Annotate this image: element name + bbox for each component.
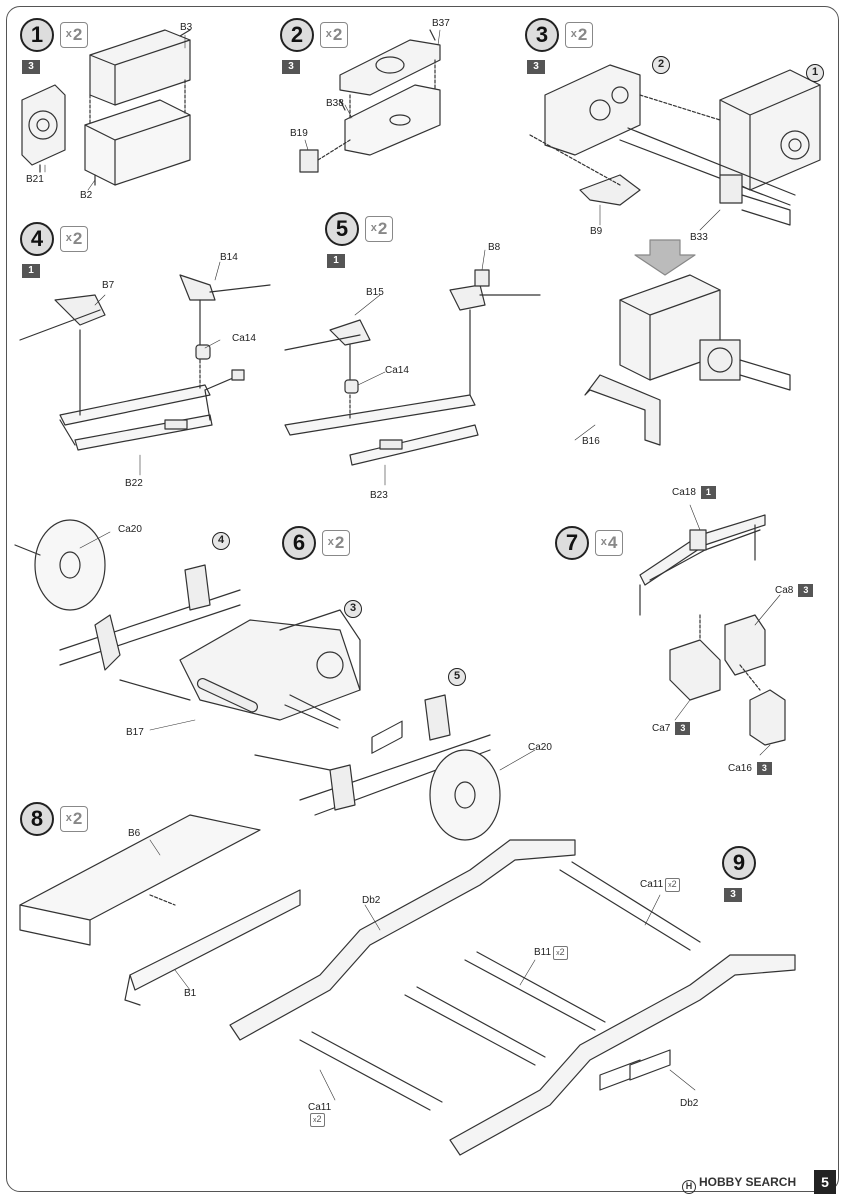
callout-step-2: 2 xyxy=(652,56,670,74)
step-multiplier: x2 xyxy=(320,22,348,48)
step-number: 6 xyxy=(282,526,316,560)
callout-step-3: 3 xyxy=(344,600,362,618)
step1-drawing xyxy=(21,29,191,186)
step-number: 5 xyxy=(325,212,359,246)
parts-sheet-tag: 3 xyxy=(22,60,40,74)
part-label-b19: B19 xyxy=(290,128,308,139)
parts-sheet-tag: 3 xyxy=(724,888,742,902)
step6-drawing xyxy=(14,519,501,841)
parts-sheet-tag: 1 xyxy=(327,254,345,268)
step8-drawing xyxy=(19,814,301,1006)
part-label-b16: B16 xyxy=(582,436,600,447)
callout-step-5: 5 xyxy=(448,668,466,686)
step-multiplier: x2 xyxy=(565,22,593,48)
parts-sheet-tag: 1 xyxy=(22,264,40,278)
part-label-ca14-step5: Ca14 xyxy=(385,365,409,376)
step2-drawing xyxy=(299,29,441,173)
hobby-search-logo-icon: H xyxy=(682,1180,696,1194)
part-label-b21: B21 xyxy=(26,174,44,185)
part-label-b17: B17 xyxy=(126,727,144,738)
step-multiplier: x2 xyxy=(60,22,88,48)
step-number: 1 xyxy=(20,18,54,52)
step4-drawing xyxy=(19,274,271,451)
part-label-b15: B15 xyxy=(366,287,384,298)
part-label-b33: B33 xyxy=(690,232,708,243)
part-label-b7: B7 xyxy=(102,280,115,291)
step-multiplier: x2 xyxy=(60,226,88,252)
callout-step-4: 4 xyxy=(212,532,230,550)
step-multiplier: x2 xyxy=(322,530,350,556)
step-number: 2 xyxy=(280,18,314,52)
part-label-b37: B37 xyxy=(432,18,450,29)
part-label-b23: B23 xyxy=(370,490,388,501)
step-number: 9 xyxy=(722,846,756,880)
step-multiplier: x4 xyxy=(595,530,623,556)
part-label-b22: B22 xyxy=(125,478,143,489)
step-number: 4 xyxy=(20,222,54,256)
part-label-b2: B2 xyxy=(80,190,93,201)
step-number: 7 xyxy=(555,526,589,560)
parts-sheet-tag: 3 xyxy=(282,60,300,74)
part-label-b6: B6 xyxy=(128,828,141,839)
instruction-sheet xyxy=(6,6,839,1192)
step-multiplier: x2 xyxy=(365,216,393,242)
step9-drawing xyxy=(229,720,796,1156)
step5-drawing xyxy=(284,269,541,466)
part-label-b1: B1 xyxy=(184,988,197,999)
part-label-db2-top: Db2 xyxy=(362,895,381,906)
part-label-b38: B38 xyxy=(326,98,344,109)
step3-drawing xyxy=(529,64,821,446)
step7-drawing xyxy=(639,514,786,746)
part-label-b8: B8 xyxy=(488,242,501,253)
parts-sheet-tag: 3 xyxy=(527,60,545,74)
step-number: 3 xyxy=(525,18,559,52)
part-label-b9: B9 xyxy=(590,226,603,237)
part-label-ca14-step4: Ca14 xyxy=(232,333,256,344)
part-label-b14: B14 xyxy=(220,252,238,263)
step-number: 8 xyxy=(20,802,54,836)
part-label-ca20-right: Ca20 xyxy=(528,742,552,753)
part-label-ca20-left: Ca20 xyxy=(118,524,142,535)
page-number: 5 xyxy=(814,1170,836,1194)
part-label-b3: B3 xyxy=(180,22,193,33)
leader-lines xyxy=(44,29,781,1101)
step-multiplier: x2 xyxy=(60,806,88,832)
callout-step-1: 1 xyxy=(806,64,824,82)
part-label-db2-bottom: Db2 xyxy=(680,1098,699,1109)
